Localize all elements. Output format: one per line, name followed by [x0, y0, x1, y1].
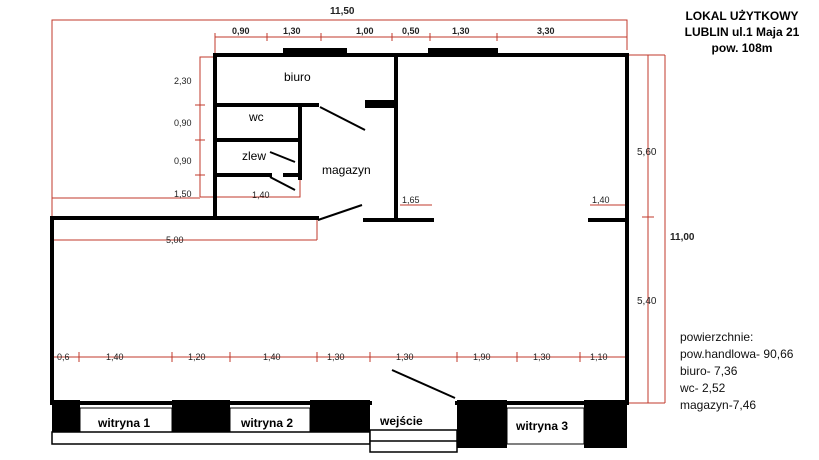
front-pier-5	[584, 400, 627, 448]
total-depth-label: 11,00	[670, 232, 695, 243]
witryna-1-label: witryna 1	[97, 416, 150, 430]
title-line-2: LUBLIN ul.1 Maja 21	[684, 25, 800, 39]
top-dim-label: 0,50	[402, 26, 420, 36]
rear-step-label: 5,00	[166, 235, 184, 245]
front-dim-label: 1,90	[473, 352, 491, 362]
front-pier-1	[52, 400, 80, 432]
room-biuro: biuro	[284, 70, 311, 84]
left-dim-label: 1,50	[174, 189, 192, 199]
top-dim-label: 1,00	[356, 26, 374, 36]
front-dim-label: 1,40	[263, 352, 281, 362]
front-dim-label: 1,30	[327, 352, 345, 362]
front-segment-labels: 0,6 1,40 1,20 1,40 1,30 1,30 1,90 1,30 1…	[57, 352, 608, 362]
front-dim-label: 1,30	[396, 352, 414, 362]
area-item: wc- 2,52	[680, 381, 726, 395]
top-window-right	[428, 48, 498, 55]
front-dim-label: 1,10	[590, 352, 608, 362]
top-dim-label: 3,30	[537, 26, 555, 36]
top-window-left	[283, 48, 347, 55]
dimension-lines	[51, 19, 666, 404]
wc-width-label: 1,40	[252, 190, 270, 200]
witryna-1-frame	[79, 407, 173, 435]
witryna-2-label: witryna 2	[240, 416, 293, 430]
front-pier-4	[457, 400, 507, 448]
top-dim-label: 1,30	[283, 26, 301, 36]
wall-block	[365, 100, 395, 108]
front-dim-label: 1,30	[533, 352, 551, 362]
left-dim-label: 2,30	[174, 76, 192, 86]
left-dim-label: 0,90	[174, 156, 192, 166]
walls	[50, 53, 629, 405]
front-depth-label: 5,40	[637, 296, 657, 307]
front-dim-label: 1,40	[106, 352, 124, 362]
witryna-3-label: witryna 3	[515, 419, 568, 433]
title-line-3: pow. 108m	[711, 41, 773, 55]
area-item: pow.handlowa- 90,66	[680, 347, 794, 361]
room-wc: wc	[248, 110, 264, 124]
entrance-label: wejście	[379, 414, 423, 428]
front-pier-2	[172, 400, 230, 432]
room-zlew: zlew	[242, 149, 266, 163]
top-dim-label: 1,30	[452, 26, 470, 36]
left-dim-label: 0,90	[174, 118, 192, 128]
front-dim-label: 0,6	[57, 352, 70, 362]
stub-mid-label: 1,65	[402, 195, 420, 205]
areas-heading: powierzchnie:	[680, 330, 754, 344]
back-depth-label: 5,60	[637, 147, 657, 158]
stub-right-label: 1,40	[592, 195, 610, 205]
top-segment-labels: 0,90 1,30 1,00 0,50 1,30 3,30	[232, 26, 555, 36]
room-magazyn: magazyn	[322, 163, 371, 177]
area-item: magazyn-7,46	[680, 398, 757, 412]
doors	[269, 106, 456, 399]
bottom-strip	[51, 431, 371, 445]
plan-title: LOKAL UŻYTKOWY LUBLIN ul.1 Maja 21 pow. …	[672, 8, 812, 56]
area-item: biuro- 7,36	[680, 364, 738, 378]
storefront	[51, 400, 627, 453]
front-pier-3	[310, 400, 370, 432]
title-line-1: LOKAL UŻYTKOWY	[685, 9, 799, 23]
top-dim-label: 0,90	[232, 26, 250, 36]
total-width-label: 11,50	[330, 6, 355, 17]
front-dim-label: 1,20	[188, 352, 206, 362]
areas-legend: powierzchnie: pow.handlowa- 90,66 biuro-…	[680, 329, 793, 414]
witryna-3-frame	[506, 407, 585, 445]
